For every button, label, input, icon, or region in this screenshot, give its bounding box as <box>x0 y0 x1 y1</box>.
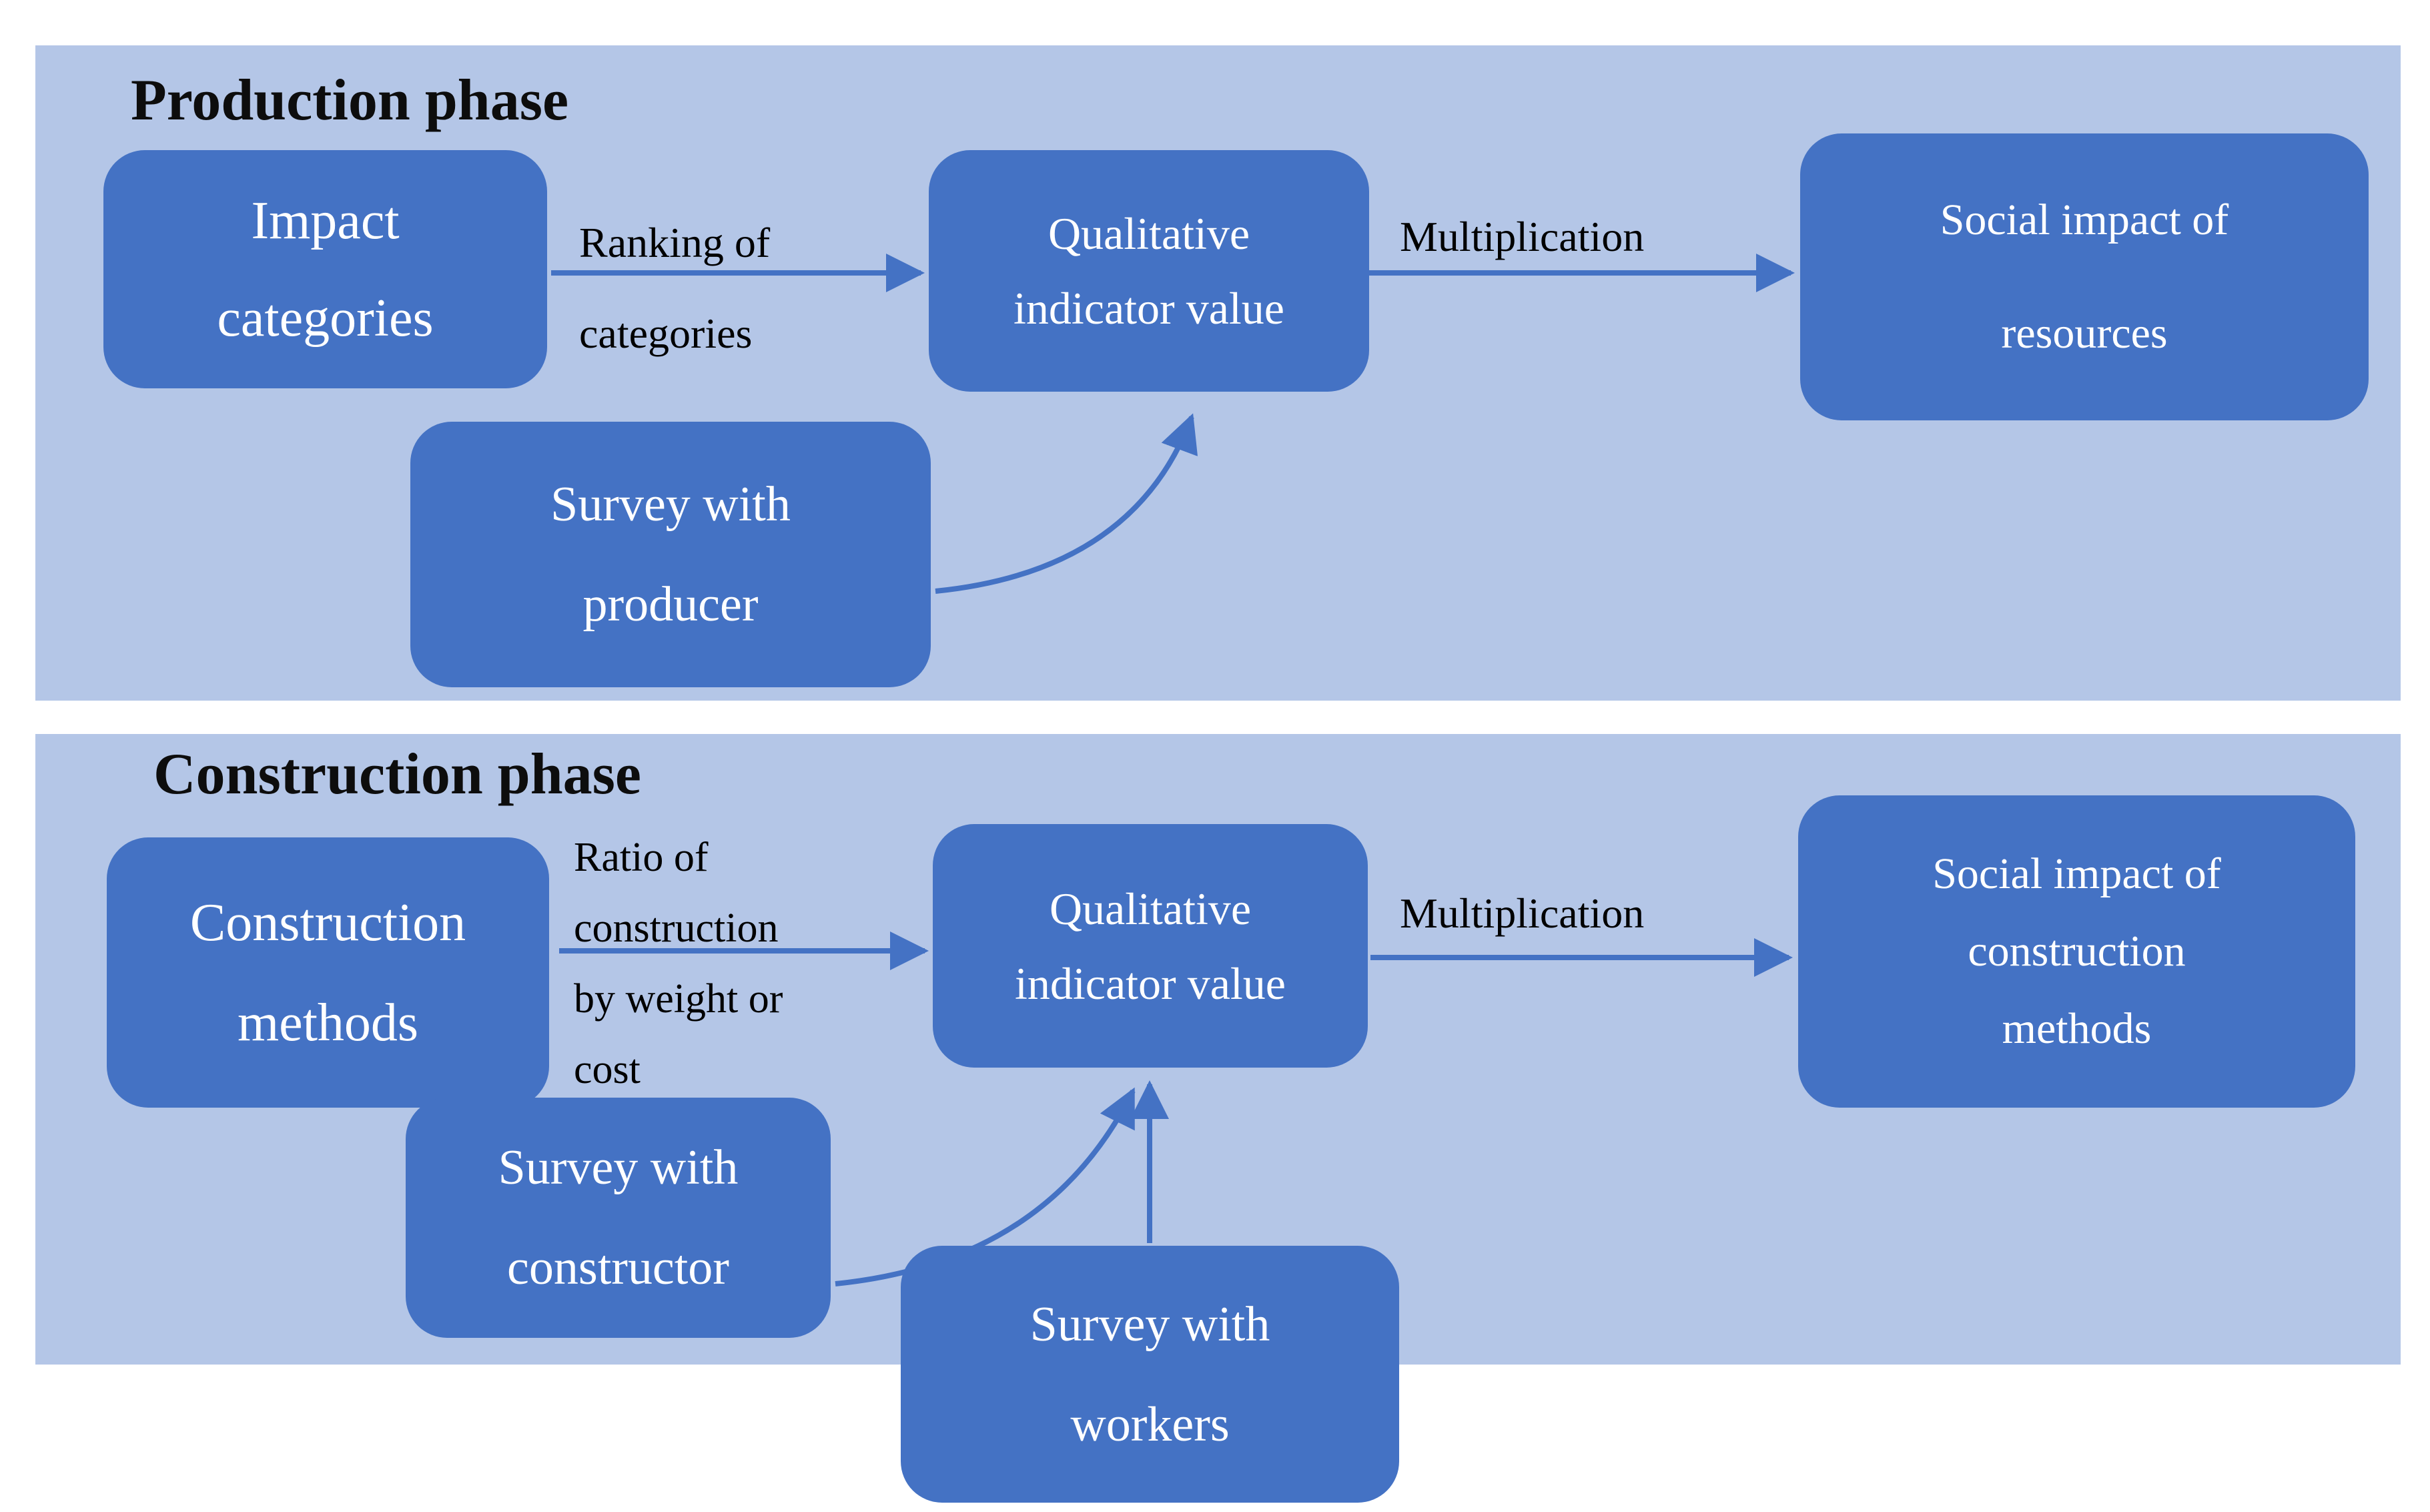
survey-constructor-line2: constructor <box>507 1240 729 1295</box>
ratio-label-line3: by weight or <box>574 976 783 1022</box>
impact-categories-line1: Impact <box>251 191 400 250</box>
survey-producer-line2: producer <box>582 577 759 632</box>
impact-categories-box: Impact categories <box>103 150 547 388</box>
social-resources-line1: Social impact of <box>1940 196 2229 244</box>
social-impact-of-resources-box: Social impact of resources <box>1800 133 2369 420</box>
survey-with-workers-box: Survey with workers <box>901 1246 1399 1503</box>
social-construction-line1: Social impact of <box>1932 849 2221 898</box>
social-construction-line3: methods <box>2002 1004 2152 1053</box>
production-phase-title: Production phase <box>131 68 569 133</box>
qualitative-production-line1: Qualitative <box>1048 208 1250 259</box>
qualitative-construction-line2: indicator value <box>1015 958 1286 1009</box>
multiplication-label-construction: Multiplication <box>1400 889 1645 937</box>
construction-phase-title: Construction phase <box>153 742 641 807</box>
survey-constructor-line1: Survey with <box>498 1140 739 1195</box>
ratio-of-construction-label: Ratio of construction by weight or cost <box>574 822 783 1105</box>
qualitative-indicator-value-box-construction: Qualitative indicator value <box>933 824 1368 1068</box>
survey-workers-line2: workers <box>1070 1397 1230 1452</box>
ranking-of-categories-label: Ranking of categories <box>579 198 770 379</box>
social-resources-line2: resources <box>2001 309 2168 358</box>
social-impact-of-construction-methods-box: Social impact of construction methods <box>1798 795 2355 1108</box>
survey-producer-line1: Survey with <box>550 477 791 532</box>
ratio-label-line2: construction <box>574 905 779 951</box>
survey-with-constructor-box: Survey with constructor <box>406 1098 831 1338</box>
qualitative-production-line2: indicator value <box>1014 283 1284 334</box>
qualitative-construction-line1: Qualitative <box>1049 883 1252 934</box>
construction-methods-line2: methods <box>237 993 419 1052</box>
ratio-label-line1: Ratio of <box>574 835 709 880</box>
impact-categories-line2: categories <box>217 288 434 348</box>
ranking-label-line2: categories <box>579 310 753 357</box>
survey-with-producer-box: Survey with producer <box>410 422 931 687</box>
social-construction-line2: construction <box>1968 927 2186 976</box>
qualitative-indicator-value-box-production: Qualitative indicator value <box>929 150 1369 392</box>
survey-workers-line1: Survey with <box>1030 1296 1270 1352</box>
construction-methods-line1: Construction <box>189 893 466 952</box>
multiplication-label-production: Multiplication <box>1400 213 1645 260</box>
ranking-label-line1: Ranking of <box>579 219 771 266</box>
ratio-label-line4: cost <box>574 1047 641 1092</box>
construction-methods-box: Construction methods <box>107 837 549 1108</box>
